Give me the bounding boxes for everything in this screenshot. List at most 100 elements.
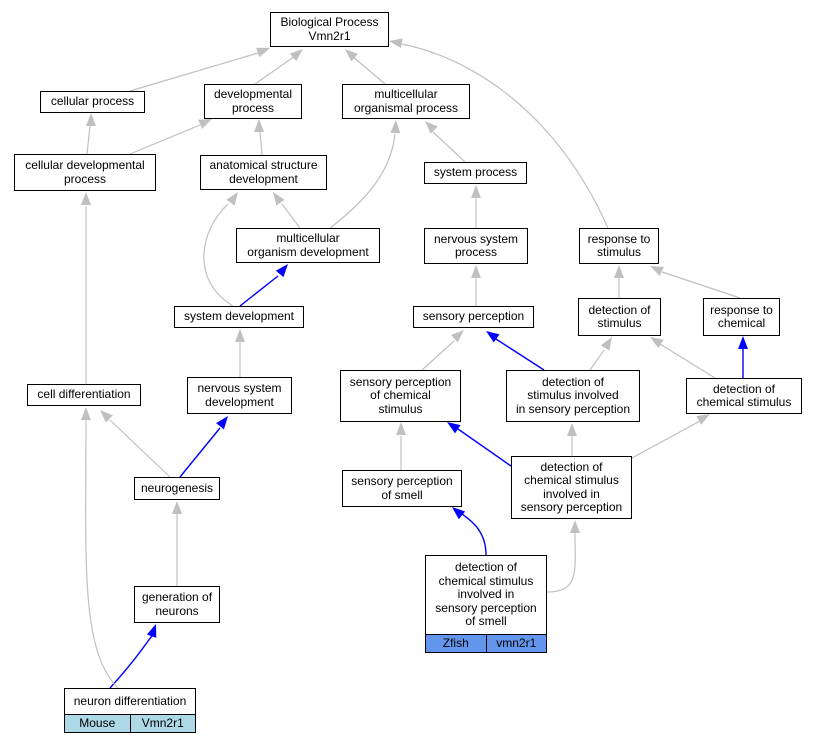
edge-nsp-to-systemprocess-arrowhead (471, 185, 481, 198)
edge-multicellular-to-bp (351, 55, 386, 85)
edge-response-stimulus-to-bp-arrowhead (389, 38, 403, 49)
node-label: developmental process (213, 87, 293, 115)
edge-multidev-to-multicellular (329, 133, 396, 229)
node-label: Biological Process Vmn2r1 (280, 15, 379, 43)
edge-spchem-to-sp-arrowhead (450, 330, 464, 343)
node-developmental-process[interactable]: developmental process (204, 84, 302, 119)
edge-detchem-to-detstim (659, 343, 716, 379)
edge-celldiff-to-celldev-arrowhead (81, 192, 91, 205)
node-multicellular-organismal-process[interactable]: multicellular organismal process (342, 84, 470, 119)
node-sensory-perception-of-chemical-stimulus[interactable]: sensory perception of chemical stimulus (340, 370, 461, 422)
edge-developmental-to-bp-arrowhead (289, 49, 303, 62)
node-label: cell differentiation (37, 387, 131, 402)
node-label: neurogenesis (140, 480, 214, 495)
edge-systemprocess-to-multicellular-arrowhead (425, 121, 438, 134)
node-detection-of-stimulus-sensory-perception[interactable]: detection of stimulus involved in sensor… (506, 370, 640, 422)
edge-developmental-to-bp (254, 55, 296, 85)
edge-detsmell-to-spsmell (461, 513, 487, 556)
node-label: detection of chemical stimulus involved … (520, 459, 623, 514)
node-label: detection of chemical stimulus (696, 381, 792, 409)
node-sensory-perception[interactable]: sensory perception (413, 306, 534, 328)
edge-celldev-to-developmental (129, 124, 201, 155)
edge-anatomical-to-developmental-arrowhead (254, 119, 264, 132)
node-label: response to stimulus (587, 231, 651, 259)
edge-sysdev-to-anatomical (203, 203, 234, 307)
edge-celldev-to-cellular-arrowhead (86, 113, 96, 126)
edge-detchemsens-to-spchem (457, 428, 512, 467)
node-nervous-system-development[interactable]: nervous system development (187, 377, 292, 414)
edge-anatomical-to-developmental (259, 131, 263, 156)
edge-detchemsens-to-spchem-arrowhead (447, 422, 461, 434)
edge-neurogenesis-to-nsd (179, 427, 221, 478)
edge-genneurons-to-neurogenesis-arrowhead (172, 501, 182, 514)
edge-detchem-to-detstim-arrowhead (650, 337, 664, 349)
edge-detsens-to-detstim (589, 349, 605, 371)
edge-spsmell-to-spchem-arrowhead (396, 422, 406, 435)
edge-respchem-to-response (661, 271, 741, 299)
node-label: detection of stimulus (588, 302, 651, 330)
node-response-to-chemical[interactable]: response to chemical (703, 298, 780, 336)
edge-detsens-to-sp-arrowhead (486, 331, 500, 343)
node-label: detection of stimulus involved in sensor… (515, 374, 631, 416)
edge-response-stimulus-to-bp (401, 43, 609, 229)
node-label: nervous system development (197, 381, 282, 409)
node-sensory-perception-of-smell[interactable]: sensory perception of smell (342, 470, 462, 507)
node-label: sensory perception (422, 309, 525, 324)
node-detection-of-stimulus[interactable]: detection of stimulus (578, 298, 661, 336)
node-label: detection of chemical stimulus involved … (435, 560, 537, 629)
node-label: multicellular organismal process (353, 87, 459, 115)
edge-detstim-to-response-arrowhead (614, 265, 624, 278)
edge-multidev-to-anatomical-arrowhead (273, 192, 285, 206)
edge-celldev-to-developmental-arrowhead (198, 119, 212, 129)
node-nervous-system-process[interactable]: nervous system process (424, 228, 528, 264)
edge-multicellular-to-bp-arrowhead (345, 49, 359, 62)
edge-respchem-to-response-arrowhead (650, 266, 664, 277)
node-label: multicellular organism development (247, 231, 369, 259)
node-label: sensory perception of smell (351, 474, 453, 502)
edge-spchem-to-sp (421, 340, 455, 371)
edge-sysdev-to-multidev (239, 275, 279, 307)
node-response-to-stimulus[interactable]: response to stimulus (579, 228, 659, 264)
edge-sp-to-nsp-arrowhead (471, 265, 481, 278)
node-biological-process[interactable]: Biological Process Vmn2r1 (270, 12, 389, 47)
node-label: generation of neurons (141, 590, 213, 618)
edge-neurondiff-to-celldiff (85, 419, 119, 689)
node-detection-of-chemical-stimulus-sensory-perception[interactable]: detection of chemical stimulus involved … (511, 456, 632, 519)
gene-tag: vmn2r1 (485, 635, 546, 652)
node-label: nervous system process (433, 231, 519, 259)
node-generation-of-neurons[interactable]: generation of neurons (134, 586, 220, 623)
node-label: system process (433, 165, 518, 180)
node-detection-of-chemical-stimulus-smell[interactable]: detection of chemical stimulus involved … (425, 555, 547, 653)
node-label: cellular process (50, 94, 135, 109)
node-label: sensory perception of chemical stimulus (349, 374, 452, 416)
species-tag: Zfish (426, 635, 486, 652)
edge-sysdev-to-multidev-arrowhead (275, 264, 288, 278)
node-system-process[interactable]: system process (424, 162, 527, 184)
node-cellular-process[interactable]: cellular process (40, 91, 145, 113)
edge-neurogenesis-to-nsd-arrowhead (216, 416, 228, 430)
edge-detchemsens-to-detchem-arrowhead (696, 414, 710, 425)
edge-multidev-to-anatomical (281, 203, 301, 229)
node-neurogenesis[interactable]: neurogenesis (134, 477, 220, 500)
edge-neurogenesis-to-celldiff (109, 419, 171, 478)
gene-tag-row: Zfish vmn2r1 (426, 634, 546, 652)
node-system-development[interactable]: system development (174, 306, 304, 328)
edge-neurondiff-to-genneurons-arrowhead (146, 624, 157, 638)
edge-detchemsens-to-detchem (631, 420, 701, 459)
edge-detsens-to-sp (495, 338, 545, 371)
node-anatomical-structure-development[interactable]: anatomical structure development (200, 155, 327, 190)
edge-detchem-to-respchem-arrowhead (738, 336, 748, 349)
edge-detsmell-to-detchemsens (546, 532, 576, 593)
edge-neurondiff-to-celldiff-arrowhead (81, 407, 91, 420)
node-cellular-developmental-process[interactable]: cellular developmental process (14, 154, 156, 191)
node-label: system development (183, 309, 295, 324)
node-cell-differentiation[interactable]: cell differentiation (27, 384, 141, 406)
node-multicellular-organism-development[interactable]: multicellular organism development (236, 228, 380, 263)
edge-detsens-to-detstim-arrowhead (600, 337, 612, 351)
node-neuron-differentiation[interactable]: neuron differentiation Mouse Vmn2r1 (64, 688, 196, 733)
edge-cellular-to-bp-arrowhead (256, 47, 270, 58)
edge-detsmell-to-spsmell-arrowhead (452, 507, 466, 520)
node-detection-of-chemical-stimulus[interactable]: detection of chemical stimulus (686, 378, 802, 414)
node-label: anatomical structure development (209, 158, 318, 186)
